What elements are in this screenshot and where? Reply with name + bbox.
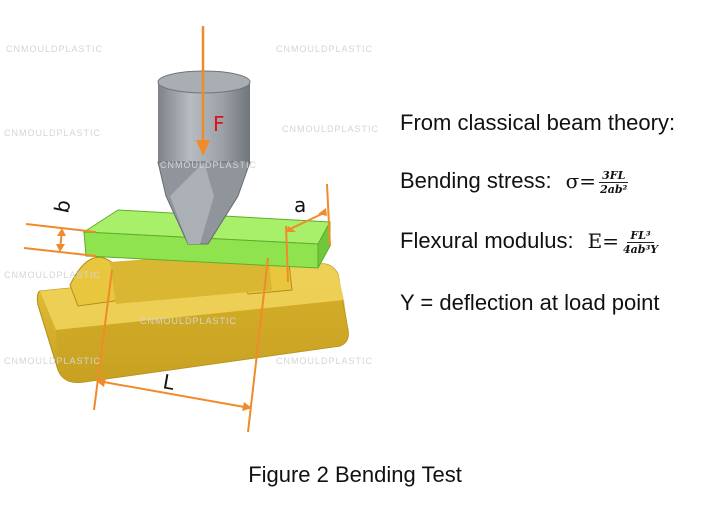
dimension-b: [23, 223, 97, 257]
stress-denominator: 2ab²: [600, 182, 628, 196]
label-b: b: [49, 198, 75, 215]
modulus-numerator: FL³: [627, 229, 654, 243]
dimension-a: [285, 183, 331, 283]
label-a: a: [294, 193, 306, 217]
watermark: CNMOULDPLASTIC: [4, 128, 102, 138]
watermark: CNMOULDPLASTIC: [4, 270, 102, 280]
deflection-definition: Y = deflection at load point: [400, 290, 660, 315]
watermark: CNMOULDPLASTIC: [6, 44, 104, 54]
force-label: F: [213, 112, 225, 136]
watermark: CNMOULDPLASTIC: [276, 356, 374, 366]
force-arrow: [196, 26, 210, 156]
label-L: L: [161, 369, 177, 395]
watermark: CNMOULDPLASTIC: [160, 160, 258, 170]
loading-indenter: [157, 70, 251, 245]
stress-symbol: σ=: [565, 169, 597, 193]
figure-caption: Figure 2 Bending Test: [248, 462, 462, 487]
stress-numerator: 3FL: [599, 169, 629, 183]
watermark: CNMOULDPLASTIC: [282, 124, 380, 134]
watermark: CNMOULDPLASTIC: [4, 356, 102, 366]
watermark: CNMOULDPLASTIC: [140, 316, 238, 326]
modulus-symbol: E=: [587, 229, 619, 253]
bending-stress-label: Bending stress:: [400, 168, 552, 193]
dimension-L: [93, 257, 269, 433]
watermark: CNMOULDPLASTIC: [276, 44, 374, 54]
flexural-modulus-label: Flexural modulus:: [400, 228, 574, 253]
beam-theory-heading: From classical beam theory:: [400, 110, 676, 135]
modulus-denominator: 4ab³Y: [623, 242, 659, 256]
